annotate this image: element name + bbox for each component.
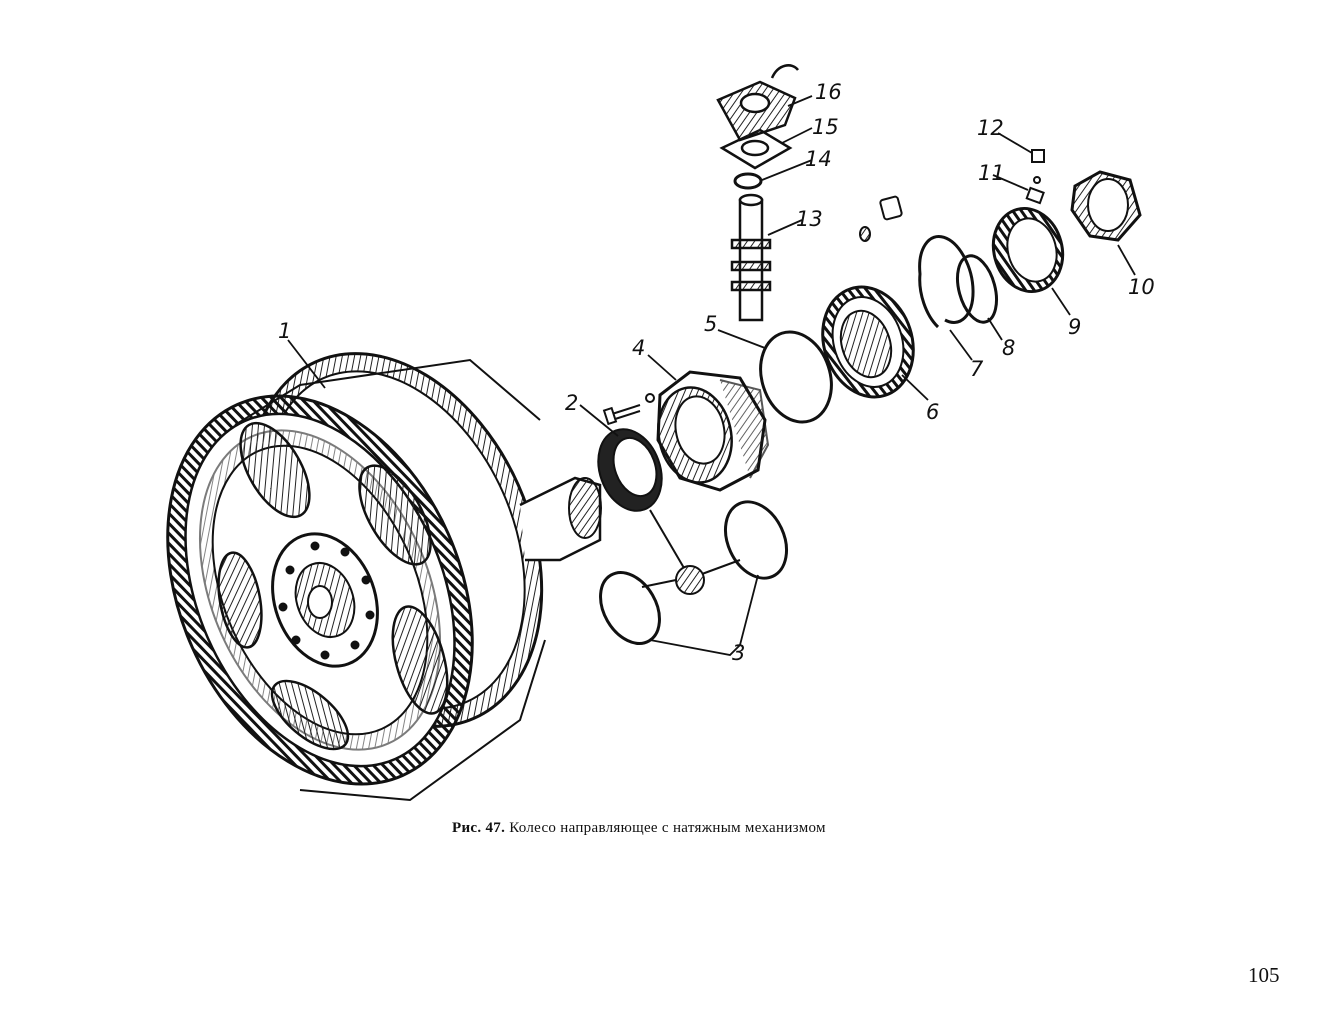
callout-16: 16 bbox=[815, 80, 842, 104]
callout-6: 6 bbox=[926, 400, 939, 424]
seal-part-2 bbox=[587, 420, 672, 519]
callout-7: 7 bbox=[970, 357, 984, 381]
ring-part-8 bbox=[951, 251, 1003, 326]
o-ring-part-5 bbox=[749, 323, 842, 432]
guide-wheel-part-1 bbox=[110, 307, 601, 832]
figure-caption-text: Колесо направляющее с натяжным механизмо… bbox=[509, 820, 826, 836]
page-number: 105 bbox=[1248, 963, 1280, 987]
callout-8: 8 bbox=[1002, 336, 1015, 360]
ratchet-gear-part-9 bbox=[984, 201, 1071, 300]
detail-inset bbox=[642, 510, 740, 594]
callout-1: 1 bbox=[278, 319, 291, 343]
callout-13: 13 bbox=[796, 207, 823, 231]
plug bbox=[860, 196, 902, 241]
flange-part-16 bbox=[718, 65, 798, 140]
leader-lines bbox=[288, 96, 1135, 655]
callout-3: 3 bbox=[732, 641, 745, 665]
nut-part-10 bbox=[1072, 172, 1140, 240]
callout-12: 12 bbox=[977, 116, 1004, 140]
gear-part-6 bbox=[809, 275, 927, 409]
callout-9: 9 bbox=[1068, 315, 1081, 339]
callout-5: 5 bbox=[704, 312, 717, 336]
callout-14: 14 bbox=[805, 147, 832, 171]
hub-bolts bbox=[279, 542, 374, 659]
figure-caption-prefix: Рис. 47. bbox=[452, 820, 506, 836]
bolt-part-12 bbox=[1032, 150, 1044, 162]
callout-15: 15 bbox=[812, 115, 839, 139]
callout-11: 11 bbox=[978, 161, 1005, 185]
snap-ring-part-7 bbox=[920, 236, 973, 327]
callout-10: 10 bbox=[1128, 275, 1155, 299]
housing-part-4 bbox=[650, 372, 768, 490]
figure-caption: Рис. 47. Колесо направляющее с натяжным … bbox=[452, 820, 826, 837]
bolt bbox=[604, 394, 654, 424]
callout-4: 4 bbox=[632, 336, 645, 360]
shaft-part-13 bbox=[732, 195, 770, 320]
o-rings-part-3 bbox=[588, 492, 798, 654]
callout-labels: 1 2 3 4 5 6 7 8 9 10 11 12 13 14 15 16 bbox=[278, 80, 1155, 665]
lock-plate-part-11 bbox=[1027, 177, 1044, 203]
callout-2: 2 bbox=[565, 391, 578, 415]
ring-part-14 bbox=[735, 174, 761, 188]
